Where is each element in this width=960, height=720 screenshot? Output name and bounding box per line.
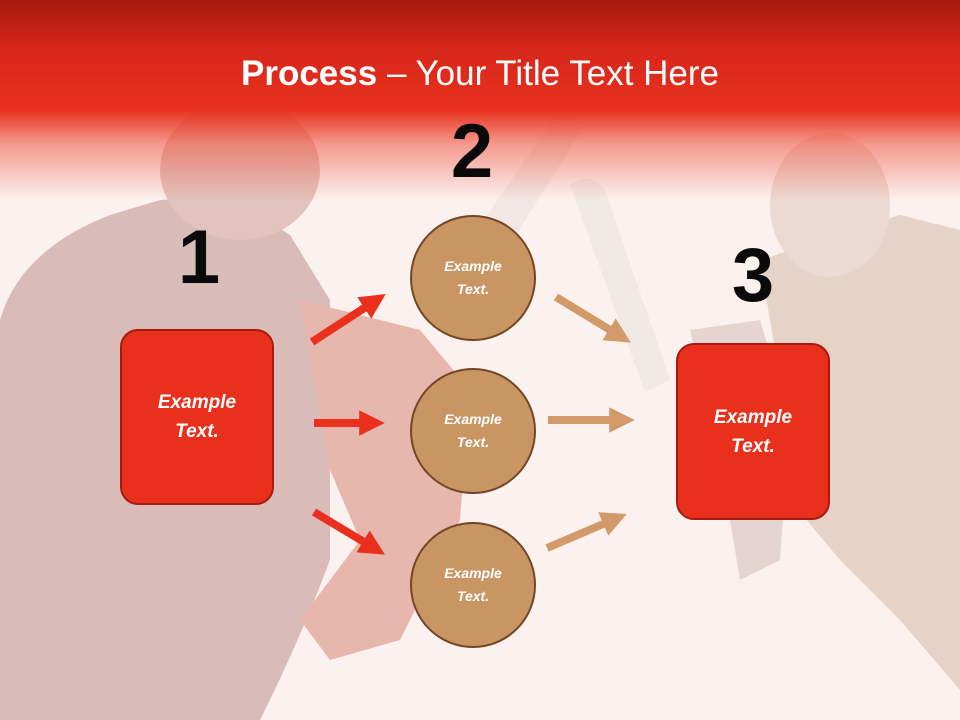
step-number-1: 1	[177, 215, 221, 300]
right-box[interactable]: Example Text.	[676, 343, 830, 520]
header-band	[0, 0, 960, 200]
slide-title: Process – Your Title Text Here	[0, 52, 960, 96]
circle-middle[interactable]: Example Text.	[410, 368, 536, 494]
left-box[interactable]: Example Text.	[120, 329, 274, 505]
circle-middle-text: Example Text.	[444, 411, 502, 450]
title-bold: Process	[241, 54, 378, 93]
right-chainsaw-bar	[570, 178, 670, 392]
circle-bottom[interactable]: Example Text.	[410, 522, 536, 648]
right-person-shape	[760, 215, 960, 690]
left-box-text: Example Text.	[157, 392, 237, 442]
circle-bottom-text: Example Text.	[444, 565, 502, 604]
circle-top[interactable]: Example Text.	[410, 215, 536, 341]
circle-top-text: Example Text.	[444, 258, 502, 297]
right-box-text: Example Text.	[713, 406, 793, 457]
title-rest: – Your Title Text Here	[377, 54, 719, 93]
step-number-3: 3	[731, 233, 775, 318]
step-number-2: 2	[450, 109, 494, 194]
